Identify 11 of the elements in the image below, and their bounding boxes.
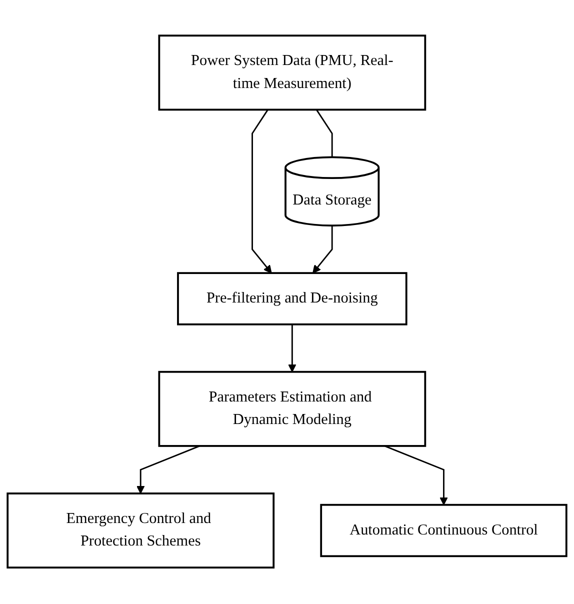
node-box: Parameters Estimation and Dynamic Modeling bbox=[158, 371, 426, 448]
arrow bbox=[252, 110, 272, 274]
arrow bbox=[384, 446, 448, 506]
arrow bbox=[136, 446, 200, 494]
arrow bbox=[312, 226, 333, 274]
node-box: Automatic Continuous Control bbox=[320, 504, 568, 558]
arrow bbox=[288, 324, 296, 373]
node-box: Power System Data (PMU, Real-time Measurement) bbox=[158, 35, 426, 112]
node-box: Emergency Control and Protection Schemes bbox=[6, 492, 275, 569]
node-box: Pre-filtering and De-noising bbox=[177, 272, 408, 326]
connector bbox=[316, 110, 333, 158]
